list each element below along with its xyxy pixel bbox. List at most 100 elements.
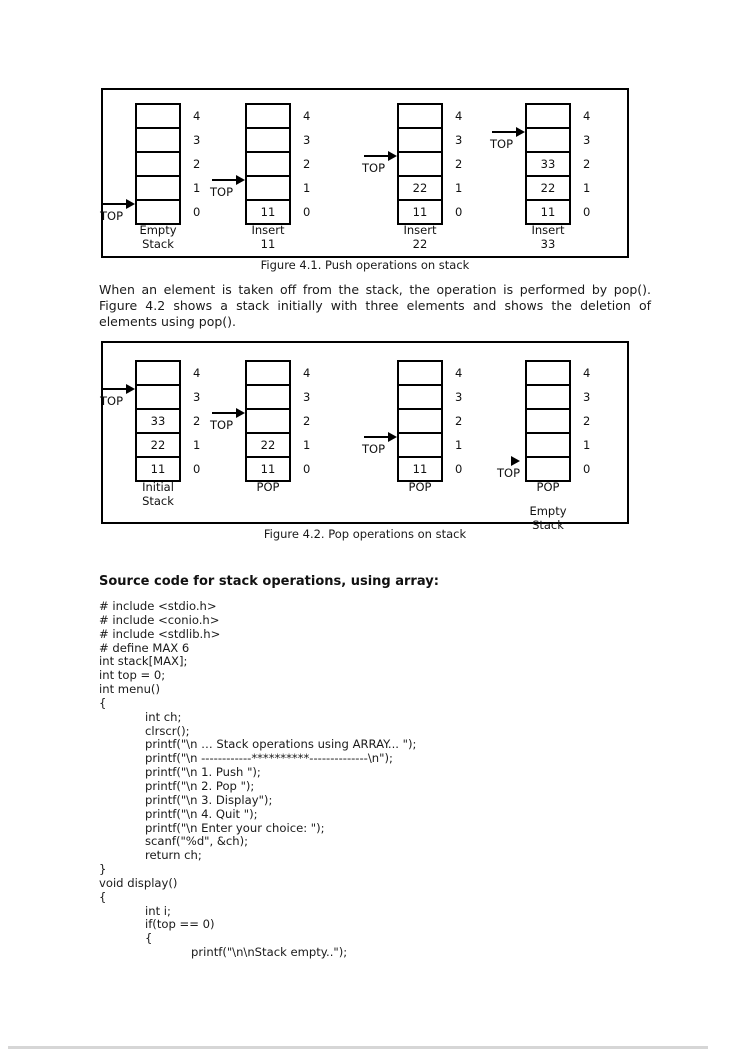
stack-index-label: 0 xyxy=(583,205,591,219)
stack-index-label: 3 xyxy=(583,133,591,147)
stack-index-label: 0 xyxy=(455,462,463,476)
stack-index-label: 0 xyxy=(303,462,311,476)
stack-index-label: 0 xyxy=(583,462,591,476)
stack-cell: 22 xyxy=(527,175,569,199)
stack-index-label: 2 xyxy=(303,414,311,428)
stack-cell xyxy=(527,127,569,151)
stack-index-label: 3 xyxy=(583,390,591,404)
stack-index-label: 0 xyxy=(193,205,201,219)
stack-index-label: 1 xyxy=(455,181,463,195)
top-arrow-line xyxy=(364,155,388,157)
top-arrow-head-icon xyxy=(236,175,245,185)
top-pointer-label: TOP xyxy=(100,394,124,408)
source-code-heading: Source code for stack operations, using … xyxy=(99,574,439,589)
top-arrow-line xyxy=(102,388,126,390)
stack-cell xyxy=(137,199,179,223)
stack-index-label: 1 xyxy=(193,181,201,195)
stack-index-label: 4 xyxy=(455,109,463,123)
stack-cell xyxy=(399,127,441,151)
stack-cell xyxy=(137,127,179,151)
stack-cell xyxy=(137,175,179,199)
paragraph-line: When an element is taken off from the st… xyxy=(99,282,651,297)
stack-cells: 11 xyxy=(397,360,443,482)
stack-label: POP xyxy=(256,480,280,494)
stack-cell xyxy=(137,151,179,175)
top-arrow-head-icon xyxy=(516,127,525,137)
stack-cell xyxy=(137,362,179,384)
stack-index-label: 2 xyxy=(303,157,311,171)
stack-cell: 33 xyxy=(137,408,179,432)
stack-cell xyxy=(137,384,179,408)
stack-index-label: 2 xyxy=(455,414,463,428)
source-code: # include <stdio.h> # include <conio.h> … xyxy=(99,599,417,960)
stack-index-label: 4 xyxy=(193,109,201,123)
stack-cell: 11 xyxy=(247,199,289,223)
top-pointer-label: TOP xyxy=(210,418,234,432)
stack-cell xyxy=(247,384,289,408)
stack-cell xyxy=(527,384,569,408)
top-arrow-head-icon xyxy=(126,384,135,394)
stack-cells xyxy=(135,103,181,225)
top-arrow-head-icon xyxy=(511,456,520,466)
top-arrow-line xyxy=(364,436,388,438)
stack-cell xyxy=(137,105,179,127)
stack-index-label: 3 xyxy=(303,133,311,147)
top-pointer-label: TOP xyxy=(100,209,124,223)
figure-4-1-caption: Figure 4.1. Push operations on stack xyxy=(260,258,470,272)
top-pointer-label: TOP xyxy=(362,161,386,175)
stack-cell xyxy=(399,362,441,384)
stack-index-label: 4 xyxy=(193,366,201,380)
stack-cell xyxy=(527,105,569,127)
stack-index-label: 2 xyxy=(193,157,201,171)
stack-index-label: 3 xyxy=(193,133,201,147)
stack-index-label: 2 xyxy=(455,157,463,171)
stack-index-label: 4 xyxy=(583,366,591,380)
stack-index-label: 1 xyxy=(583,438,591,452)
stack-index-label: 2 xyxy=(583,157,591,171)
body-paragraph: When an element is taken off from the st… xyxy=(99,282,651,330)
stack-cell: 33 xyxy=(527,151,569,175)
stack-cell: 11 xyxy=(399,199,441,223)
stack-cell xyxy=(247,362,289,384)
stack-cell: 11 xyxy=(137,456,179,480)
top-arrow-line xyxy=(492,131,516,133)
stack-cell: 11 xyxy=(399,456,441,480)
stack-cell xyxy=(399,408,441,432)
scan-artifact-line xyxy=(8,1046,708,1049)
stack-cell xyxy=(247,408,289,432)
stack-cell xyxy=(247,175,289,199)
stack-cell: 11 xyxy=(247,456,289,480)
stack-label: POP xyxy=(536,480,560,494)
top-arrow-head-icon xyxy=(236,408,245,418)
stack-label: POP xyxy=(408,480,432,494)
stack-cell xyxy=(527,408,569,432)
top-arrow xyxy=(364,151,397,161)
stack-index-label: 2 xyxy=(193,414,201,428)
stack-cell xyxy=(247,127,289,151)
top-arrow xyxy=(102,199,135,209)
top-arrow-line xyxy=(102,203,126,205)
top-arrow-line xyxy=(212,179,236,181)
stack-cell xyxy=(527,362,569,384)
stack-cell: 22 xyxy=(399,175,441,199)
stack-index-label: 1 xyxy=(455,438,463,452)
stack-cell: 22 xyxy=(137,432,179,456)
stack-cell xyxy=(527,432,569,456)
stack-cell xyxy=(247,105,289,127)
top-arrow-head-icon xyxy=(126,199,135,209)
stack-cell xyxy=(399,151,441,175)
paragraph-line: Figure 4.2 shows a stack initially with … xyxy=(99,298,651,313)
stack-cell xyxy=(399,384,441,408)
top-arrow-head-icon xyxy=(388,432,397,442)
stack-index-label: 4 xyxy=(455,366,463,380)
stack-cell: 22 xyxy=(247,432,289,456)
top-arrow xyxy=(492,127,525,137)
